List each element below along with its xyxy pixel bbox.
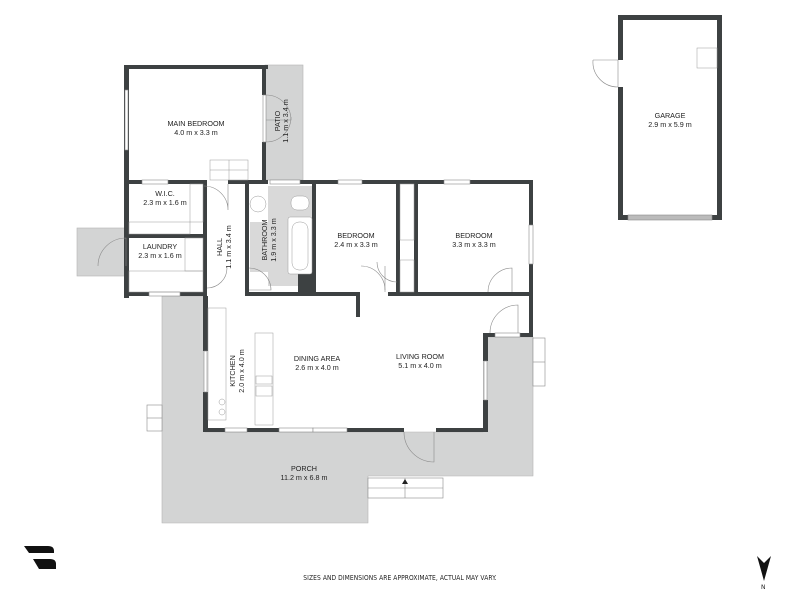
room-name-garage: GARAGE (655, 111, 686, 120)
room-size-bathroom: 1.9 m x 3.3 m (269, 218, 278, 262)
room-size-patio: 1.1 m x 3.4 m (281, 99, 290, 143)
bathroom-fixtures (249, 195, 313, 275)
room-name-patio: PATIO (273, 110, 282, 131)
brand-logo-icon (24, 546, 56, 569)
room-size-bedroom-2: 2.4 m x 3.3 m (334, 240, 378, 249)
walls (124, 15, 722, 432)
room-size-dining: 2.6 m x 4.0 m (295, 363, 339, 372)
room-name-hall: HALL (215, 238, 224, 256)
room-name-kitchen: KITCHEN (228, 355, 237, 387)
room-size-porch: 11.2 m x 6.8 m (280, 473, 327, 482)
north-label: N (761, 584, 766, 591)
room-name-bedroom-3: BEDROOM (455, 231, 492, 240)
built-ins (128, 47, 718, 426)
room-labels: MAIN BEDROOM 4.0 m x 3.3 m PATIO 1.1 m x… (138, 99, 692, 482)
entry-arrow-icon (402, 479, 408, 484)
room-name-bedroom-2: BEDROOM (337, 231, 374, 240)
room-name-laundry: LAUNDRY (143, 242, 177, 251)
room-size-hall: 1.1 m x 3.4 m (224, 225, 233, 269)
room-name-dining: DINING AREA (294, 354, 341, 363)
sink-icon (249, 195, 267, 213)
doors (97, 59, 619, 463)
room-size-main-bedroom: 4.0 m x 3.3 m (174, 128, 218, 137)
disclaimer-text: SIZES AND DIMENSIONS ARE APPROXIMATE, AC… (303, 574, 497, 582)
room-size-kitchen: 2.0 m x 4.0 m (237, 349, 246, 393)
room-size-bedroom-3: 3.3 m x 3.3 m (452, 240, 496, 249)
toilet-icon (290, 195, 310, 211)
room-size-laundry: 2.3 m x 1.6 m (138, 251, 182, 260)
patio-area (264, 64, 304, 181)
room-name-main-bedroom: MAIN BEDROOM (167, 119, 224, 128)
windows (124, 89, 713, 433)
laundry-landing (76, 227, 126, 277)
room-size-living: 5.1 m x 4.0 m (398, 361, 442, 370)
north-arrow-icon (757, 556, 771, 581)
room-name-living: LIVING ROOM (396, 352, 444, 361)
side-steps (146, 337, 546, 432)
room-name-bathroom: BATHROOM (260, 219, 269, 260)
room-size-wic: 2.3 m x 1.6 m (143, 198, 187, 207)
room-name-wic: W.I.C. (155, 189, 175, 198)
room-name-porch: PORCH (291, 464, 317, 473)
room-size-garage: 2.9 m x 5.9 m (648, 120, 692, 129)
